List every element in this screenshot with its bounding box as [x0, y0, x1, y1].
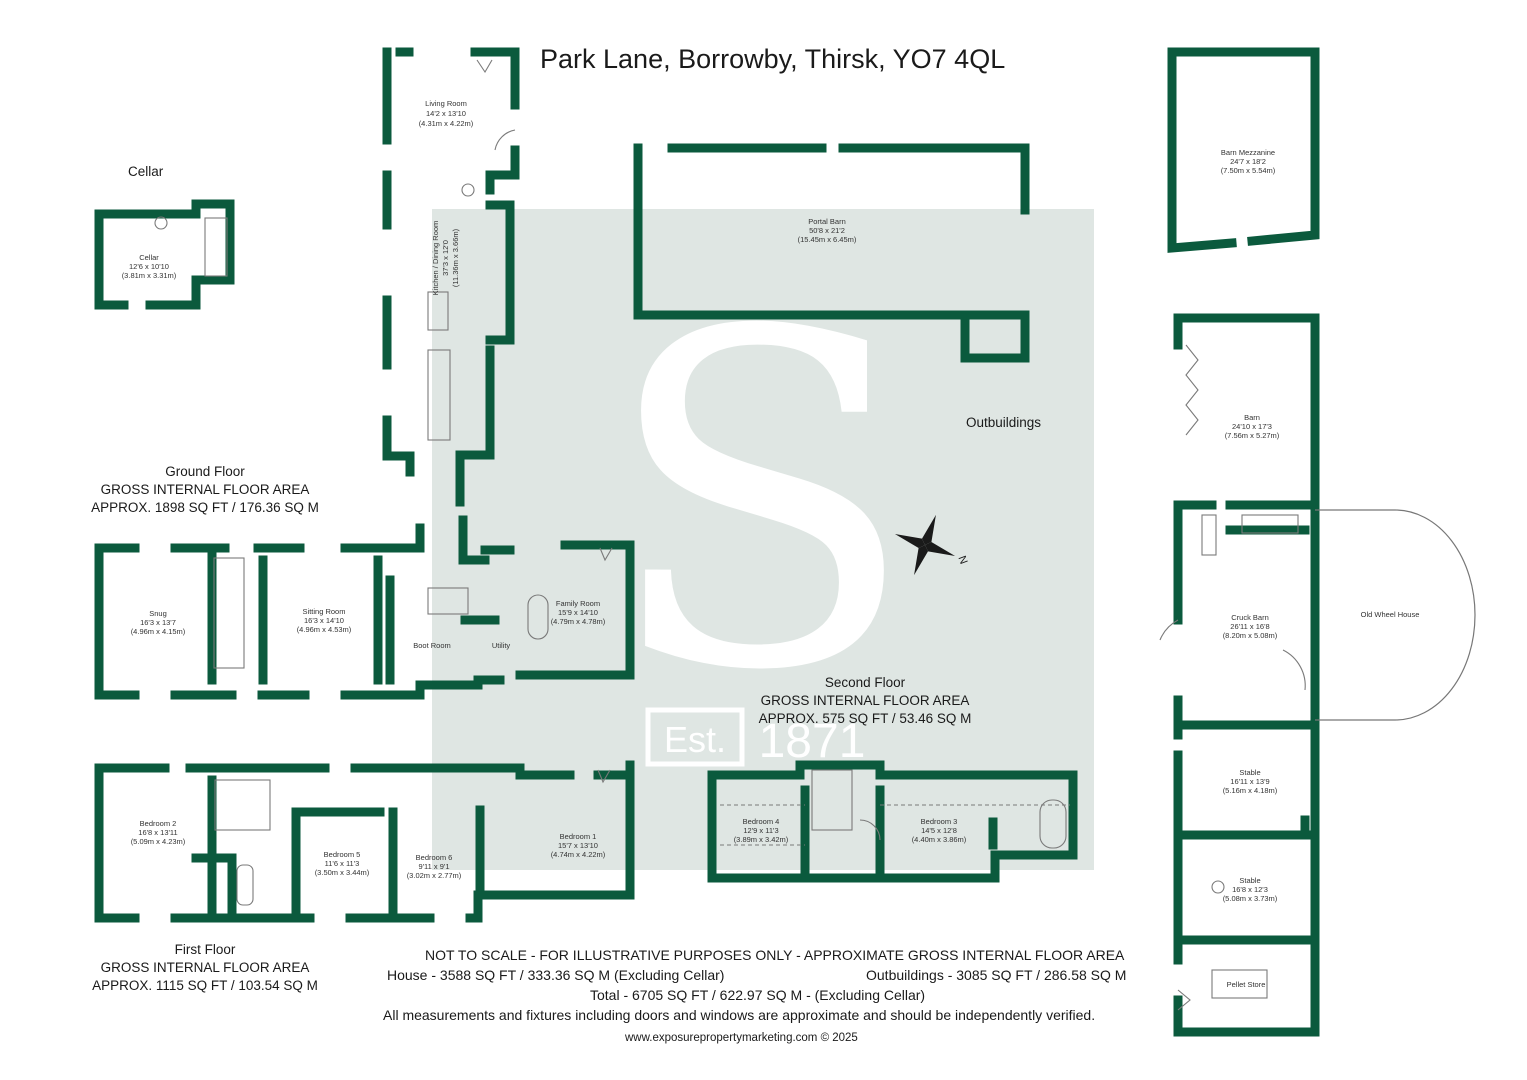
room-sitting-name: Sitting Room: [303, 607, 346, 616]
first-floor-name: First Floor: [174, 942, 236, 957]
room-bed5-metric: (3.50m x 3.44m): [315, 868, 370, 877]
room-living-imperial: 14'2 x 13'10: [426, 109, 466, 118]
room-bed6-name: Bedroom 6: [416, 853, 453, 862]
room-sitting-imperial: 16'3 x 14'10: [304, 616, 344, 625]
room-bed5-imperial: 11'6 x 11'3: [325, 859, 360, 868]
room-kitchen-imperial: 37'3 x 12'0: [441, 240, 450, 276]
room-bed2-metric: (5.09m x 4.23m): [131, 837, 186, 846]
watermark-letter: S: [602, 236, 917, 771]
page-title: Park Lane, Borrowby, Thirsk, YO7 4QL: [540, 44, 1006, 74]
room-portal-imperial: 50'8 x 21'2: [809, 226, 845, 235]
ground-floor-summary: Ground Floor GROSS INTERNAL FLOOR AREA A…: [85, 463, 325, 517]
old-wheel-house-outline: [1315, 509, 1476, 721]
room-cruck-metric: (8.20m x 5.08m): [1223, 631, 1278, 640]
room-family-name: Family Room: [556, 599, 600, 608]
section-label-cellar: Cellar: [128, 164, 164, 179]
footer-outbuildings-area: Outbuildings - 3085 SQ FT / 286.58 SQ M: [866, 967, 1127, 983]
room-bed6-metric: (3.02m x 2.77m): [407, 871, 462, 880]
footer-disclaimer: NOT TO SCALE - FOR ILLUSTRATIVE PURPOSES…: [425, 947, 1125, 963]
room-cellar-name: Cellar: [139, 253, 159, 262]
room-bed3-metric: (4.40m x 3.86m): [912, 835, 967, 844]
compass-icon: [894, 514, 956, 576]
room-snug-name: Snug: [149, 609, 167, 618]
walls: [94, 47, 1320, 1037]
room-pellet-name: Pellet Store: [1227, 980, 1266, 989]
room-bed2-imperial: 16'8 x 13'11: [138, 828, 177, 837]
room-bed1-metric: (4.74m x 4.22m): [551, 850, 606, 859]
room-bed4-imperial: 12'9 x 11'3: [743, 826, 778, 835]
watermark-year: 1871: [759, 715, 866, 768]
room-bed3-name: Bedroom 3: [921, 817, 958, 826]
watermark-est-box: [645, 707, 745, 767]
room-bed1-imperial: 15'7 x 13'10: [558, 841, 598, 850]
section-label-outbuildings: Outbuildings: [966, 415, 1042, 430]
room-wheel-name: Old Wheel House: [1361, 610, 1420, 619]
room-stable2-metric: (5.08m x 3.73m): [1223, 894, 1278, 903]
room-barn-name: Barn: [1244, 413, 1260, 422]
room-barn-metric: (7.56m x 5.27m): [1225, 431, 1280, 440]
room-kitchen-name: Kitchen / Dining Room: [431, 221, 440, 296]
first-floor-line2: APPROX. 1115 SQ FT / 103.54 SQ M: [92, 978, 318, 993]
room-living-metric: (4.31m x 4.22m): [419, 119, 474, 128]
room-cellar-metric: (3.81m x 3.31m): [122, 271, 177, 280]
room-mezz-name: Barn Mezzanine: [1221, 148, 1275, 157]
room-cruck-name: Cruck Barn: [1231, 613, 1269, 622]
room-barn-imperial: 24'10 x 17'3: [1232, 422, 1272, 431]
room-stable1-name: Stable: [1239, 768, 1260, 777]
room-mezz-imperial: 24'7 x 18'2: [1230, 157, 1266, 166]
room-kitchen-metric: (11.36m x 3.66m): [451, 228, 460, 287]
room-portal-metric: (15.45m x 6.45m): [798, 235, 857, 244]
room-labels: Living Room 14'2 x 13'10 (4.31m x 4.22m)…: [122, 99, 1420, 989]
room-bed4-name: Bedroom 4: [743, 817, 780, 826]
room-stable2-imperial: 16'8 x 12'3: [1232, 885, 1268, 894]
room-stable1-metric: (5.16m x 4.18m): [1223, 786, 1278, 795]
room-snug-metric: (4.96m x 4.15m): [131, 627, 186, 636]
first-floor-line1: GROSS INTERNAL FLOOR AREA: [100, 960, 310, 975]
room-mezz-metric: (7.50m x 5.54m): [1221, 166, 1276, 175]
room-bed2-name: Bedroom 2: [140, 819, 177, 828]
footer-verify-note: All measurements and fixtures including …: [383, 1007, 1096, 1023]
ground-floor-line1: GROSS INTERNAL FLOOR AREA: [100, 482, 310, 497]
footer-house-area: House - 3588 SQ FT / 333.36 SQ M (Exclud…: [387, 967, 725, 983]
fixtures: [154, 59, 1306, 1011]
room-cellar-imperial: 12'6 x 10'10: [129, 262, 169, 271]
room-utility-name: Utility: [492, 641, 511, 650]
room-portal-name: Portal Barn: [808, 217, 846, 226]
room-sitting-metric: (4.96m x 4.53m): [297, 625, 352, 634]
room-bed4-metric: (3.89m x 3.42m): [734, 835, 789, 844]
ground-floor-line2: APPROX. 1898 SQ FT / 176.36 SQ M: [91, 500, 319, 515]
room-bed1-name: Bedroom 1: [560, 832, 597, 841]
room-stable1-imperial: 16'11 x 13'9: [1230, 777, 1269, 786]
second-floor-summary: Second Floor GROSS INTERNAL FLOOR AREA A…: [745, 674, 985, 728]
first-floor-summary: First Floor GROSS INTERNAL FLOOR AREA AP…: [85, 941, 325, 995]
room-living-name: Living Room: [425, 99, 467, 108]
ground-floor-name: Ground Floor: [165, 464, 245, 479]
room-snug-imperial: 16'3 x 13'7: [140, 618, 176, 627]
room-stable2-name: Stable: [1239, 876, 1260, 885]
room-family-metric: (4.79m x 4.78m): [551, 617, 606, 626]
room-family-imperial: 15'9 x 14'10: [558, 608, 598, 617]
room-cruck-imperial: 26'11 x 16'8: [1230, 622, 1269, 631]
room-bed3-imperial: 14'5 x 12'8: [921, 826, 957, 835]
footer-total-area: Total - 6705 SQ FT / 622.97 SQ M - (Excl…: [590, 987, 926, 1003]
room-bed6-imperial: 9'11 x 9'1: [418, 862, 449, 871]
second-floor-name: Second Floor: [824, 675, 906, 690]
footer-credit: www.exposurepropertymarketing.com © 2025: [625, 1032, 858, 1044]
watermark-est: Est.: [664, 719, 726, 760]
second-floor-line2: APPROX. 575 SQ FT / 53.46 SQ M: [758, 711, 972, 726]
room-bed5-name: Bedroom 5: [324, 850, 361, 859]
compass-label: N: [955, 554, 969, 566]
second-floor-line1: GROSS INTERNAL FLOOR AREA: [760, 693, 970, 708]
room-boot-name: Boot Room: [413, 641, 451, 650]
